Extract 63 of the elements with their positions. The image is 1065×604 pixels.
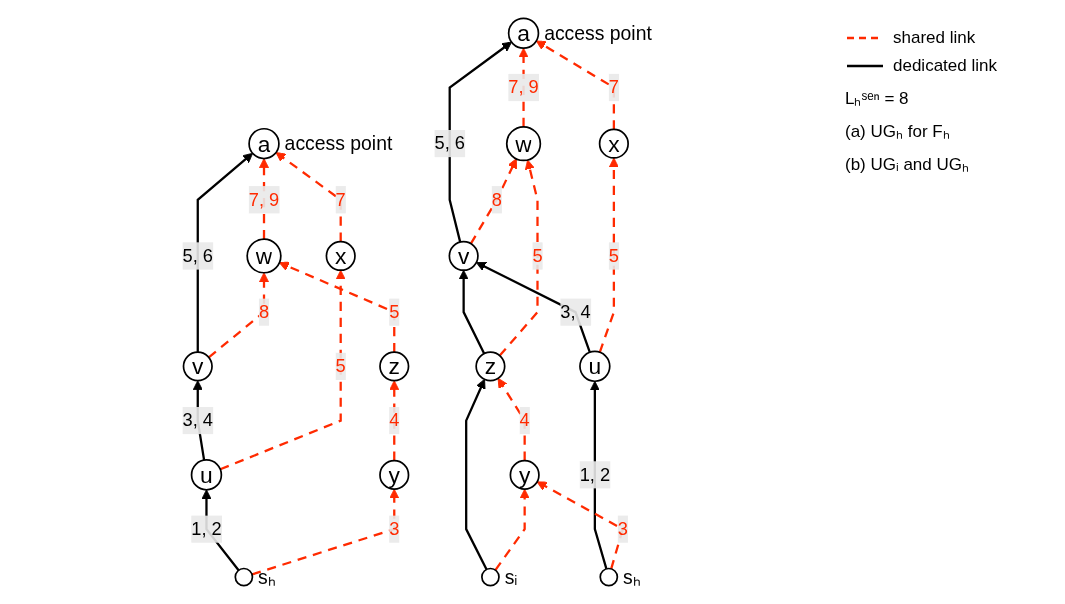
edge-label: 1, 2 <box>579 464 611 484</box>
node-circle <box>234 567 254 587</box>
node-circle: x <box>325 240 356 272</box>
legend-text: dedicated link <box>893 56 997 76</box>
edge-label: 5 <box>389 301 400 322</box>
arrow <box>497 377 526 461</box>
edge-label: 5, 6 <box>182 245 213 266</box>
arrow <box>475 261 591 353</box>
arrow <box>498 159 539 357</box>
arrow <box>275 152 342 242</box>
node-circle: z <box>379 351 410 382</box>
arrow <box>279 261 396 353</box>
node-circle: u <box>579 350 611 383</box>
node-circle: y <box>379 459 410 490</box>
edge-label: 7 <box>335 189 346 209</box>
node-circle: u <box>190 459 223 491</box>
node-circle: a <box>248 127 280 160</box>
node-circle: v <box>182 351 213 382</box>
arrow <box>448 41 512 243</box>
edge-label: 7, 9 <box>508 77 539 97</box>
edge-label: 4 <box>389 410 400 430</box>
node-circle: z <box>475 351 506 382</box>
arrow <box>598 157 619 353</box>
edge-label: 8 <box>491 189 502 209</box>
edge-label: 3, 4 <box>182 410 213 430</box>
edge-label: 8 <box>258 301 270 322</box>
label-text: (b) UGᵢ and UGₕ <box>845 154 970 175</box>
edge-label: 5 <box>608 245 619 266</box>
arrow <box>458 269 486 355</box>
node-circle: x <box>598 128 629 159</box>
node-caption: access point <box>284 132 393 155</box>
edge-label: 3, 4 <box>560 301 591 322</box>
edge-label: 3 <box>389 518 400 539</box>
edge-label: 5, 6 <box>434 133 465 153</box>
edge-label: 7 <box>608 77 619 97</box>
node-circle: w <box>505 126 542 162</box>
arrow <box>389 380 400 461</box>
node-circle: v <box>448 240 479 272</box>
edge-label: 4 <box>519 410 530 430</box>
edge-label: 5 <box>532 245 543 266</box>
arrow <box>469 158 517 245</box>
arrow <box>208 272 270 359</box>
arrow <box>251 488 400 576</box>
node-caption: sₕ <box>258 565 276 588</box>
arrow <box>535 40 615 130</box>
node-caption: access point <box>544 22 652 45</box>
node-circle: w <box>246 238 282 274</box>
node-circle <box>481 567 500 587</box>
node-caption: sₕ <box>623 565 641 588</box>
label-text: (a) UGₕ for Fₕ <box>845 121 951 142</box>
edge-label: 3 <box>617 518 628 539</box>
node-caption: sᵢ <box>504 565 518 588</box>
arrow <box>219 269 346 471</box>
edge-label: 5 <box>335 356 346 376</box>
arrow <box>494 488 530 571</box>
node-circle: y <box>509 459 540 490</box>
legend-text: shared link <box>893 28 976 48</box>
node-circle <box>599 567 619 587</box>
edge-label: 1, 2 <box>191 518 222 539</box>
arrow <box>465 378 488 570</box>
edge-label: 7, 9 <box>248 189 280 209</box>
label-text: Lₕˢᵉⁿ = 8 <box>845 88 910 109</box>
node-circle: a <box>507 17 540 49</box>
